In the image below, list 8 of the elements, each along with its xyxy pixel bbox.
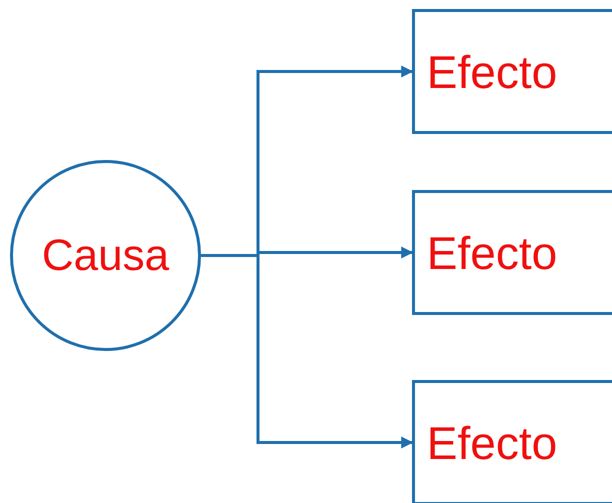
- effect-box: [412, 380, 612, 503]
- arrow: [201, 254, 414, 448]
- node-label: Efecto: [426, 416, 558, 470]
- node-label: Efecto: [426, 44, 558, 98]
- effect-box: [412, 9, 612, 134]
- effect-box: [412, 190, 612, 315]
- node-label: Efecto: [426, 226, 558, 280]
- node-label: Causa: [42, 230, 170, 280]
